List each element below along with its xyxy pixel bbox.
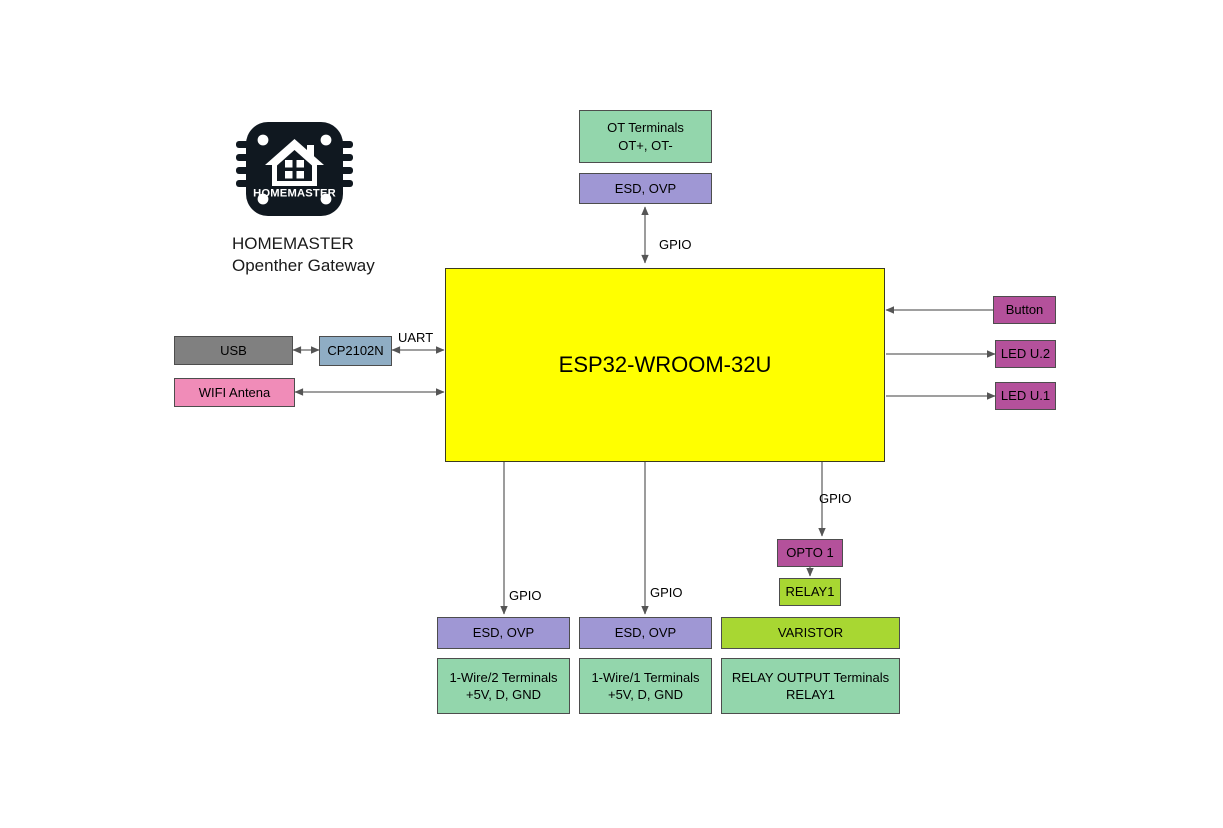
led-u1-label: LED U.1 xyxy=(1000,388,1051,404)
varistor-label: VARISTOR xyxy=(777,625,844,641)
node-led-u2[interactable]: LED U.2 xyxy=(995,340,1056,368)
onewire1-esd-label: ESD, OVP xyxy=(614,625,677,641)
ot-terminals-line1: OT Terminals xyxy=(607,120,684,136)
wire-label-ot-gpio: GPIO xyxy=(659,237,692,252)
node-varistor[interactable]: VARISTOR xyxy=(721,617,900,649)
node-button[interactable]: Button xyxy=(993,296,1056,324)
onewire2-esd-label: ESD, OVP xyxy=(472,625,535,641)
node-cp2102n[interactable]: CP2102N xyxy=(319,336,392,366)
onewire2-terminals-line2: +5V, D, GND xyxy=(465,687,542,702)
brand-caption-line2: Openther Gateway xyxy=(232,256,375,276)
led-u2-label: LED U.2 xyxy=(1000,346,1051,362)
onewire1-terminals-line1: 1-Wire/1 Terminals xyxy=(591,669,700,685)
opto-label: OPTO 1 xyxy=(786,545,834,561)
node-usb[interactable]: USB xyxy=(174,336,293,365)
button-label: Button xyxy=(1005,302,1044,318)
node-onewire2-esd-ovp[interactable]: ESD, OVP xyxy=(437,617,570,649)
node-ot-esd-ovp[interactable]: ESD, OVP xyxy=(579,173,712,204)
node-led-u1[interactable]: LED U.1 xyxy=(995,382,1056,410)
cp2102n-label: CP2102N xyxy=(327,343,384,359)
relay-terminals-line2: RELAY1 xyxy=(786,687,835,702)
logo-wordmark: HOMEMASTER xyxy=(253,188,336,200)
node-wifi-antenna[interactable]: WIFI Antena xyxy=(174,378,295,407)
homemaster-logo: HOMEMASTER xyxy=(232,113,357,225)
ot-esd-label: ESD, OVP xyxy=(614,180,677,196)
wire-label-onewire2-gpio: GPIO xyxy=(509,588,542,603)
node-relay1[interactable]: RELAY1 xyxy=(779,578,841,606)
onewire2-terminals-line1: 1-Wire/2 Terminals xyxy=(449,669,558,685)
wifi-label: WIFI Antena xyxy=(198,384,271,400)
node-onewire1-esd-ovp[interactable]: ESD, OVP xyxy=(579,617,712,649)
relay-terminals-line1: RELAY OUTPUT Terminals xyxy=(731,669,890,685)
relay1-label: RELAY1 xyxy=(785,584,835,600)
node-relay-output-terminals[interactable]: RELAY OUTPUT Terminals RELAY1 xyxy=(721,658,900,714)
node-ot-terminals[interactable]: OT Terminals OT+, OT- xyxy=(579,110,712,163)
brand-caption-line1: HOMEMASTER xyxy=(232,234,354,253)
node-onewire2-terminals[interactable]: 1-Wire/2 Terminals +5V, D, GND xyxy=(437,658,570,714)
node-onewire1-terminals[interactable]: 1-Wire/1 Terminals +5V, D, GND xyxy=(579,658,712,714)
node-esp32-wroom-32u[interactable]: ESP32-WROOM-32U xyxy=(445,268,885,462)
onewire1-terminals-line2: +5V, D, GND xyxy=(607,687,684,702)
wire-label-relay-gpio: GPIO xyxy=(819,491,852,506)
ot-terminals-line2: OT+, OT- xyxy=(618,137,673,153)
brand-caption: HOMEMASTER Openther Gateway xyxy=(232,233,375,277)
mcu-label: ESP32-WROOM-32U xyxy=(558,352,772,378)
wire-label-onewire1-gpio: GPIO xyxy=(650,585,683,600)
brand-block: HOMEMASTER HOMEMASTER Openther Gateway xyxy=(232,113,375,277)
node-opto-1[interactable]: OPTO 1 xyxy=(777,539,843,567)
wire-label-uart: UART xyxy=(398,330,434,345)
usb-label: USB xyxy=(220,342,247,358)
